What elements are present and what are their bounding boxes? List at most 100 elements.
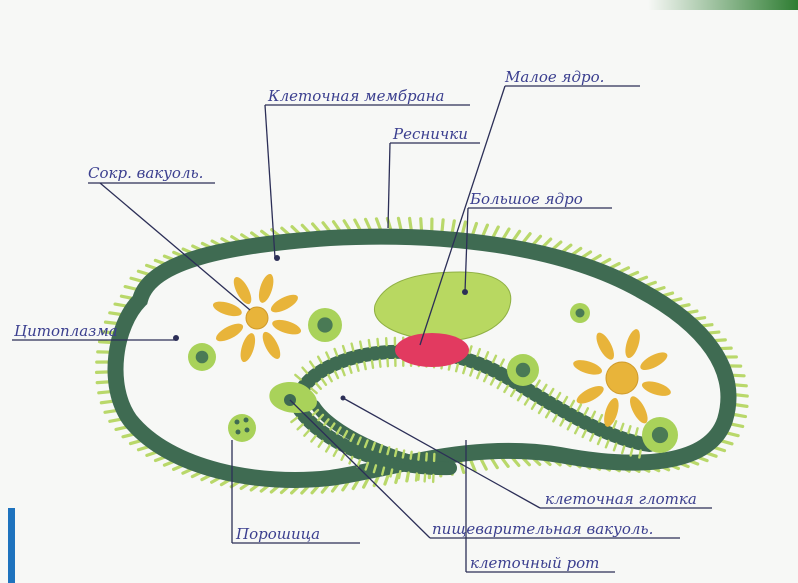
groove-cilium	[335, 372, 338, 378]
groove-cilium	[546, 411, 550, 417]
groove-cilium	[578, 405, 581, 411]
groove-cilium	[557, 393, 561, 399]
vacuole-petal	[622, 328, 642, 360]
groove-cilium	[636, 428, 638, 435]
groove-cilium	[550, 389, 554, 395]
groove-cilium	[408, 473, 409, 480]
vacuole-petal	[640, 378, 672, 398]
contractile-vacuole-left	[211, 272, 302, 363]
groove-cilium	[564, 397, 567, 403]
vacuole-petal	[238, 332, 258, 364]
groove-cilium	[543, 385, 547, 391]
groove-cilium	[399, 471, 400, 478]
vacuole-petal	[268, 291, 300, 316]
label-contractile-vacuole: Сокр. вакуоль.	[88, 164, 203, 182]
groove-cilium	[568, 423, 571, 429]
label-large-nucleus: Большое ядро	[469, 190, 583, 208]
groove-cilium	[469, 346, 471, 353]
small-nucleus	[395, 333, 469, 367]
groove-cilium	[599, 415, 602, 421]
groove-cilium	[426, 453, 427, 460]
groove-cilium	[343, 346, 345, 353]
groove-cilium	[342, 369, 344, 376]
groove-cilium	[298, 424, 303, 429]
groove-cilium	[425, 474, 426, 481]
groove-cilium	[628, 426, 630, 433]
groove-cilium	[477, 349, 479, 356]
food-vacuole-core	[196, 351, 209, 364]
vacuole-petal	[256, 272, 276, 304]
label-powder-spot: Порошица	[235, 525, 320, 543]
groove-cilium	[295, 375, 300, 380]
groove-cilium	[360, 342, 361, 349]
groove-cilium	[319, 441, 323, 447]
groove-cilium	[491, 378, 494, 384]
groove-cilium	[456, 364, 458, 371]
groove-cilium	[498, 382, 501, 388]
vacuole-petal	[601, 396, 621, 428]
groove-cilium	[470, 369, 472, 376]
food-vacuole-core	[652, 427, 668, 443]
groove-cilium	[357, 364, 359, 371]
groove-cilium	[372, 361, 373, 368]
groove-cilium	[302, 368, 307, 373]
groove-cilium	[622, 446, 624, 453]
groove-cilium	[571, 401, 574, 407]
groove-cilium	[318, 357, 321, 363]
vacuole-petal	[638, 349, 670, 374]
groove-cilium	[639, 451, 640, 458]
groove-cilium	[536, 381, 540, 387]
groove-cilium	[328, 375, 331, 381]
vacuole-petal	[626, 394, 651, 426]
powder-spot	[228, 414, 256, 442]
label-digestive-vacuole: пищеварительная вакуоль.	[432, 520, 653, 538]
groove-cilium	[525, 399, 529, 405]
groove-cilium	[382, 468, 384, 475]
groove-cilium	[583, 431, 586, 437]
vacuole-petal	[593, 330, 618, 362]
groove-cilium	[391, 470, 393, 477]
groove-cilium	[532, 403, 536, 409]
groove-cilium	[493, 356, 496, 362]
groove-cilium	[377, 339, 378, 346]
groove-cilium	[369, 340, 370, 347]
groove-cilium	[342, 453, 345, 459]
groove-cilium	[416, 474, 417, 481]
groove-cilium	[395, 449, 397, 456]
groove-cilium	[304, 430, 309, 435]
groove-cilium	[485, 352, 488, 358]
vacuole-core	[246, 307, 268, 329]
groove-cilium	[553, 415, 556, 421]
groove-cilium	[364, 362, 365, 369]
groove-cilium	[484, 375, 487, 381]
label-cell-membrane: Клеточная мембрана	[267, 87, 444, 105]
vacuole-petal	[230, 275, 255, 307]
vacuole-petal	[214, 320, 246, 345]
vacuole-petal	[271, 317, 303, 337]
vacuole-petal	[259, 329, 284, 361]
vacuole-core	[606, 362, 638, 394]
vacuole-petal	[572, 357, 604, 377]
food-vacuole-core	[317, 317, 332, 332]
groove-cilium	[418, 453, 419, 460]
groove-cilium	[463, 366, 465, 373]
groove-cilium	[598, 438, 601, 444]
vacuole-petal	[574, 382, 606, 407]
food-vacuole-core	[516, 363, 530, 377]
label-cell-throat: клеточная глотка	[545, 490, 697, 508]
groove-cilium	[614, 421, 617, 428]
groove-cilium	[477, 372, 480, 378]
groove-cilium	[539, 407, 543, 413]
groove-cilium	[334, 450, 337, 456]
groove-cilium	[606, 441, 609, 448]
groove-cilium	[310, 362, 314, 368]
groove-cilium	[291, 418, 297, 422]
groove-cilium	[349, 366, 351, 373]
groove-cilium	[352, 344, 354, 351]
groove-cilium	[380, 360, 381, 367]
groove-cilium	[560, 419, 563, 425]
food-vacuole-core	[576, 309, 585, 318]
groove-cilium	[518, 394, 522, 400]
groove-cilium	[592, 412, 595, 418]
groove-cilium	[316, 384, 321, 389]
